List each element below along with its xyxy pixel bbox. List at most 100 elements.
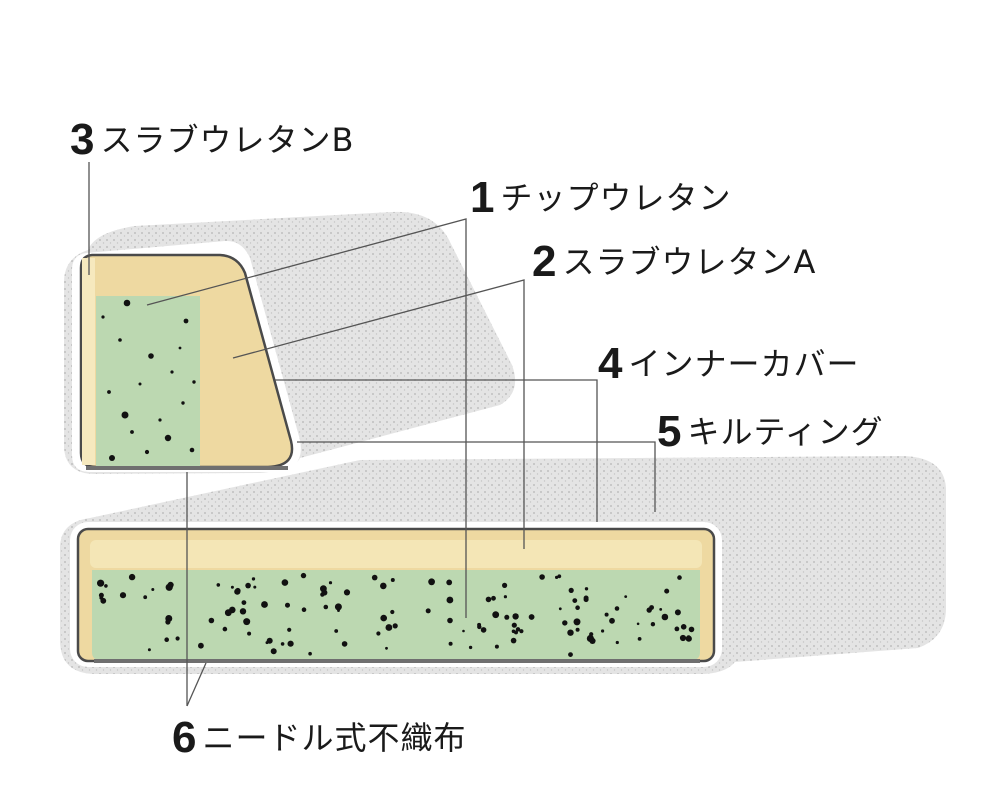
chip-dot [604, 612, 609, 617]
chip-dot [558, 607, 562, 611]
chip-dot [251, 577, 256, 581]
chip-dot [575, 605, 580, 610]
chip-dot [661, 613, 669, 621]
chip-dot [230, 585, 234, 589]
chip-dot [575, 627, 580, 632]
leader-line-5 [297, 441, 656, 512]
chip-dot [601, 629, 605, 633]
chip-dot [334, 603, 342, 611]
backrest-chip-dots [101, 299, 196, 461]
chip-dot [614, 606, 620, 611]
chip-dot [280, 642, 285, 646]
chip-dot [573, 618, 581, 626]
chip-dot [164, 637, 169, 642]
chip-dot [468, 645, 473, 650]
chip-dot [208, 617, 215, 624]
chip-dot [659, 608, 663, 611]
chip-dot [390, 609, 395, 615]
chip-dot [519, 629, 524, 634]
label-5-number: 5 [657, 407, 682, 456]
leader-line-1 [146, 218, 467, 618]
chip-dot [555, 575, 559, 580]
chip-dot [343, 589, 351, 596]
chip-dot [491, 595, 496, 601]
chip-dot [583, 595, 589, 601]
chip-dot [502, 582, 508, 589]
chip-dot [281, 579, 289, 586]
chip-dot [287, 627, 292, 632]
chip-dot [562, 620, 568, 626]
seat-chip-urethane-core [92, 570, 700, 660]
label-2-text: スラブウレタンA [562, 243, 817, 281]
chip-dot [485, 596, 492, 603]
label-3-text: スラブウレタンB [100, 121, 355, 159]
chip-dot [511, 622, 517, 628]
chip-dot [646, 607, 652, 613]
chip-dot [589, 637, 596, 645]
chip-dot [261, 601, 268, 608]
chip-dot [300, 572, 307, 579]
chip-dot [241, 600, 247, 605]
chip-dot [165, 619, 171, 625]
chip-dot [512, 613, 519, 620]
chip-dot [572, 598, 578, 603]
chip-dot [98, 592, 104, 598]
chip-dot [328, 581, 333, 585]
chip-dot [239, 608, 247, 615]
chip-dot [222, 626, 228, 632]
leader-line-2 [232, 279, 525, 549]
chip-dot [119, 592, 127, 599]
chip-dot [147, 648, 151, 652]
chip-dot [337, 609, 340, 612]
chip-dot [609, 617, 615, 624]
chip-dot [462, 629, 465, 633]
chip-dot [216, 583, 221, 587]
chip-dot [253, 585, 257, 589]
chip-dot [380, 614, 388, 622]
chip-dot [446, 596, 454, 604]
chip-dot [503, 595, 507, 599]
chip-dot [448, 641, 453, 646]
chip-dot [446, 579, 453, 586]
chip-dot [245, 582, 251, 589]
seat-slab-urethane-a-light-band [90, 540, 702, 568]
chip-dot [677, 575, 682, 580]
chip-dot [243, 618, 251, 626]
chip-dot [341, 641, 348, 647]
chip-dot [100, 597, 107, 604]
chip-dot [287, 640, 294, 647]
chip-dot [385, 646, 388, 650]
seat-cushion [60, 456, 946, 674]
chip-dot [492, 611, 500, 619]
chip-dot [371, 574, 378, 581]
label-2-number: 2 [532, 237, 557, 286]
chip-dot [539, 574, 545, 580]
chip-dot [428, 578, 435, 586]
chip-dot [323, 604, 329, 610]
chip-dot [225, 611, 229, 616]
chip-dot [376, 631, 381, 636]
chip-dot [97, 579, 105, 587]
chip-dot [425, 608, 431, 614]
backrest-chip-urethane-core [96, 296, 200, 466]
chip-dot [615, 640, 619, 645]
chip-dot [270, 648, 277, 655]
chip-dot [385, 624, 393, 631]
chip-dot [557, 574, 562, 579]
chip-dot [494, 644, 499, 649]
chip-dot [685, 635, 692, 642]
leader-line-6b [186, 662, 207, 707]
leader-line-4 [275, 379, 598, 522]
chip-dot [650, 622, 656, 627]
chip-dot [636, 622, 640, 626]
chip-dot [567, 629, 574, 636]
chip-dot [680, 624, 687, 630]
chip-dot [477, 622, 482, 627]
chip-dot [514, 630, 518, 635]
chip-dot [664, 588, 670, 594]
leader-lines [88, 162, 656, 707]
